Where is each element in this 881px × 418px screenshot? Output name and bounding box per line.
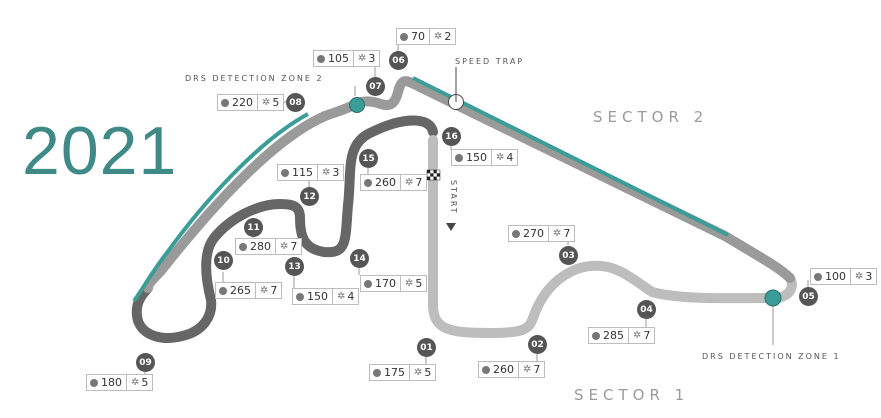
turn-02-marker: 02 (528, 335, 547, 354)
drs-detection-1-marker (764, 289, 782, 307)
speed-icon (281, 168, 289, 177)
sector-1-label: SECTOR 1 (574, 386, 690, 404)
track-sector-3 (131, 115, 438, 343)
gear-icon: ✲ (280, 241, 289, 252)
turn-14-marker: 14 (350, 249, 369, 268)
speed-icon (221, 98, 229, 107)
turn-16-info: 150 ✲4 (451, 149, 519, 166)
turn-07-marker: 07 (366, 77, 385, 96)
gear-icon: ✲ (131, 377, 140, 388)
drs-detection-zone-2-label: DRS DETECTION ZONE 2 (185, 74, 324, 83)
sector-2-label: SECTOR 2 (593, 108, 709, 126)
speed-icon (239, 242, 247, 251)
turn-13-info: 150 ✲4 (292, 288, 360, 305)
drs-detection-zone-1-label: DRS DETECTION ZONE 1 (702, 352, 841, 361)
start-finish-flag (426, 169, 441, 181)
drs-zone-front-left (132, 112, 309, 303)
gear-icon: ✲ (260, 285, 269, 296)
turn-07-info: 105 ✲3 (313, 50, 381, 67)
turn-01-info: 175 ✲5 (369, 364, 437, 381)
speed-icon (317, 54, 325, 63)
turn-12-marker: 12 (300, 187, 319, 206)
start-direction-arrow (446, 223, 456, 231)
turn-06-info: 70 ✲2 (396, 28, 457, 45)
speed-icon (814, 272, 822, 281)
gear-icon: ✲ (553, 228, 562, 239)
turn-08-marker: 08 (286, 93, 305, 112)
speed-trap-label: SPEED TRAP (455, 57, 525, 66)
turn-15-info: 260 ✲7 (360, 174, 428, 191)
turn-04-info: 285 ✲7 (588, 327, 656, 344)
track-sector-1 (427, 135, 797, 338)
start-label: START (449, 180, 458, 215)
gear-icon: ✲ (496, 152, 505, 163)
speed-icon (364, 178, 372, 187)
speed-icon (482, 365, 490, 374)
gear-icon: ✲ (405, 278, 414, 289)
speed-icon (455, 153, 463, 162)
gear-icon: ✲ (633, 330, 642, 341)
speed-icon (592, 331, 600, 340)
gear-icon: ✲ (434, 31, 443, 42)
turn-06-marker: 06 (389, 51, 408, 70)
turn-16-marker: 16 (442, 127, 461, 146)
gear-icon: ✲ (855, 271, 864, 282)
connector-lines (144, 44, 809, 377)
speed-icon (296, 292, 304, 301)
turn-05-info: 100 ✲3 (810, 268, 878, 285)
drs-detection-2-marker (349, 97, 365, 113)
gear-icon: ✲ (523, 364, 532, 375)
turn-10-info: 265 ✲7 (215, 282, 283, 299)
drs-zone-back-straight (412, 76, 729, 237)
turn-01-marker: 01 (417, 338, 436, 357)
turn-02-info: 260 ✲7 (478, 361, 546, 378)
turn-09-info: 180 ✲5 (86, 374, 154, 391)
turn-05-marker: 05 (799, 287, 818, 306)
turn-14-info: 170 ✲5 (360, 275, 428, 292)
gear-icon: ✲ (322, 167, 331, 178)
speed-icon (219, 286, 227, 295)
turn-12-info: 115 ✲3 (277, 164, 345, 181)
speed-icon (364, 279, 372, 288)
gear-icon: ✲ (358, 53, 367, 64)
speed-icon (400, 32, 408, 41)
turn-11-info: 280 ✲7 (235, 238, 303, 255)
turn-03-marker: 03 (559, 246, 578, 265)
turn-03-info: 270 ✲7 (508, 225, 576, 242)
gear-icon: ✲ (337, 291, 346, 302)
gear-icon: ✲ (414, 367, 423, 378)
turn-09-marker: 09 (136, 353, 155, 372)
speed-icon (373, 368, 381, 377)
gear-icon: ✲ (405, 177, 414, 188)
gear-icon: ✲ (262, 97, 271, 108)
turn-08-info: 220 ✲5 (217, 94, 285, 111)
turn-15-marker: 15 (359, 149, 378, 168)
year-title: 2021 (22, 113, 178, 189)
turn-10-marker: 10 (214, 251, 233, 270)
turn-13-marker: 13 (285, 257, 304, 276)
turn-04-marker: 04 (637, 300, 656, 319)
speed-icon (90, 378, 98, 387)
speed-icon (512, 229, 520, 238)
turn-11-marker: 11 (244, 218, 263, 237)
